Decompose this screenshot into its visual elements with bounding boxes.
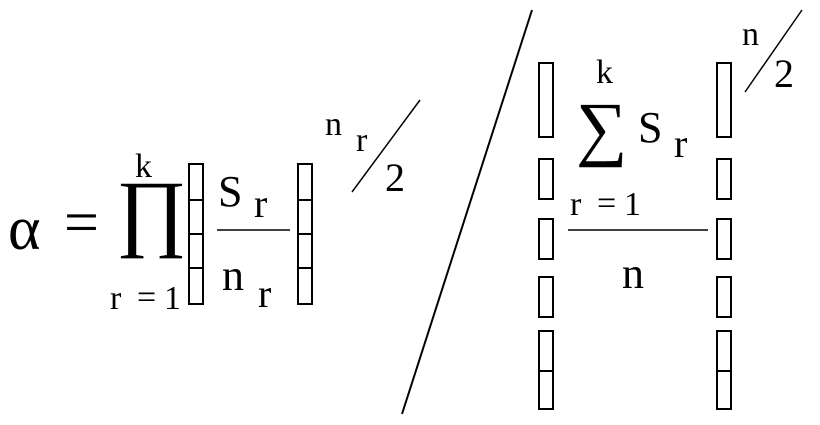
left-bracket-close-segment bbox=[297, 267, 313, 305]
right-bracket-close-segment bbox=[716, 276, 732, 318]
left-exponent-slash bbox=[351, 99, 421, 193]
product-symbol: ∏ bbox=[116, 163, 187, 259]
left-denominator-sub: r bbox=[258, 271, 272, 316]
right-bracket-open-segment bbox=[538, 276, 554, 318]
left-bracket-segment bbox=[188, 199, 204, 235]
right-bracket-open-segment bbox=[538, 62, 554, 138]
left-bracket-segment bbox=[188, 233, 204, 269]
left-bracket-close-segment bbox=[297, 163, 313, 201]
alpha-symbol: α bbox=[8, 195, 41, 263]
right-bracket-open-segment bbox=[538, 158, 554, 200]
left-numerator-sub: r bbox=[254, 181, 268, 226]
right-bracket-close-segment bbox=[716, 370, 732, 410]
main-division-slash bbox=[401, 9, 533, 415]
right-exponent-denominator: 2 bbox=[774, 51, 794, 96]
left-bracket-segment bbox=[188, 267, 204, 305]
left-exponent-denominator: 2 bbox=[385, 155, 405, 200]
sum-lower-eq: = bbox=[597, 185, 617, 222]
product-lower-eq: = bbox=[137, 279, 157, 316]
right-bracket-open-segment bbox=[538, 330, 554, 372]
left-exponent-numerator-main: n bbox=[325, 106, 342, 143]
left-bracket-close-segment bbox=[297, 199, 313, 235]
left-denominator-main: n bbox=[222, 251, 244, 300]
left-numerator-main: S bbox=[218, 167, 243, 216]
right-exponent-slash bbox=[744, 9, 803, 93]
left-bracket-segment bbox=[188, 163, 204, 201]
sum-symbol: ∑ bbox=[576, 88, 628, 168]
equals-sign: = bbox=[64, 189, 99, 257]
right-bracket-open-segment bbox=[538, 218, 554, 260]
sum-lower-val: 1 bbox=[624, 186, 641, 223]
right-exponent-numerator: n bbox=[742, 16, 759, 53]
sum-term-sub: r bbox=[674, 121, 688, 166]
product-lower-val: 1 bbox=[164, 280, 181, 317]
right-bracket-open-segment bbox=[538, 370, 554, 410]
right-bracket-close-segment bbox=[716, 330, 732, 372]
left-exponent-numerator-sub: r bbox=[356, 122, 368, 159]
sum-lower-var: r bbox=[570, 186, 582, 223]
sum-term-main: S bbox=[638, 103, 663, 152]
product-lower-var: r bbox=[110, 280, 122, 317]
right-denominator: n bbox=[622, 249, 644, 298]
product-upper-limit: k bbox=[135, 148, 152, 185]
right-bracket-close-segment bbox=[716, 218, 732, 260]
left-bracket-close-segment bbox=[297, 233, 313, 269]
right-bracket-close-segment bbox=[716, 62, 732, 138]
right-bracket-close-segment bbox=[716, 158, 732, 200]
sum-upper-limit: k bbox=[596, 54, 613, 91]
